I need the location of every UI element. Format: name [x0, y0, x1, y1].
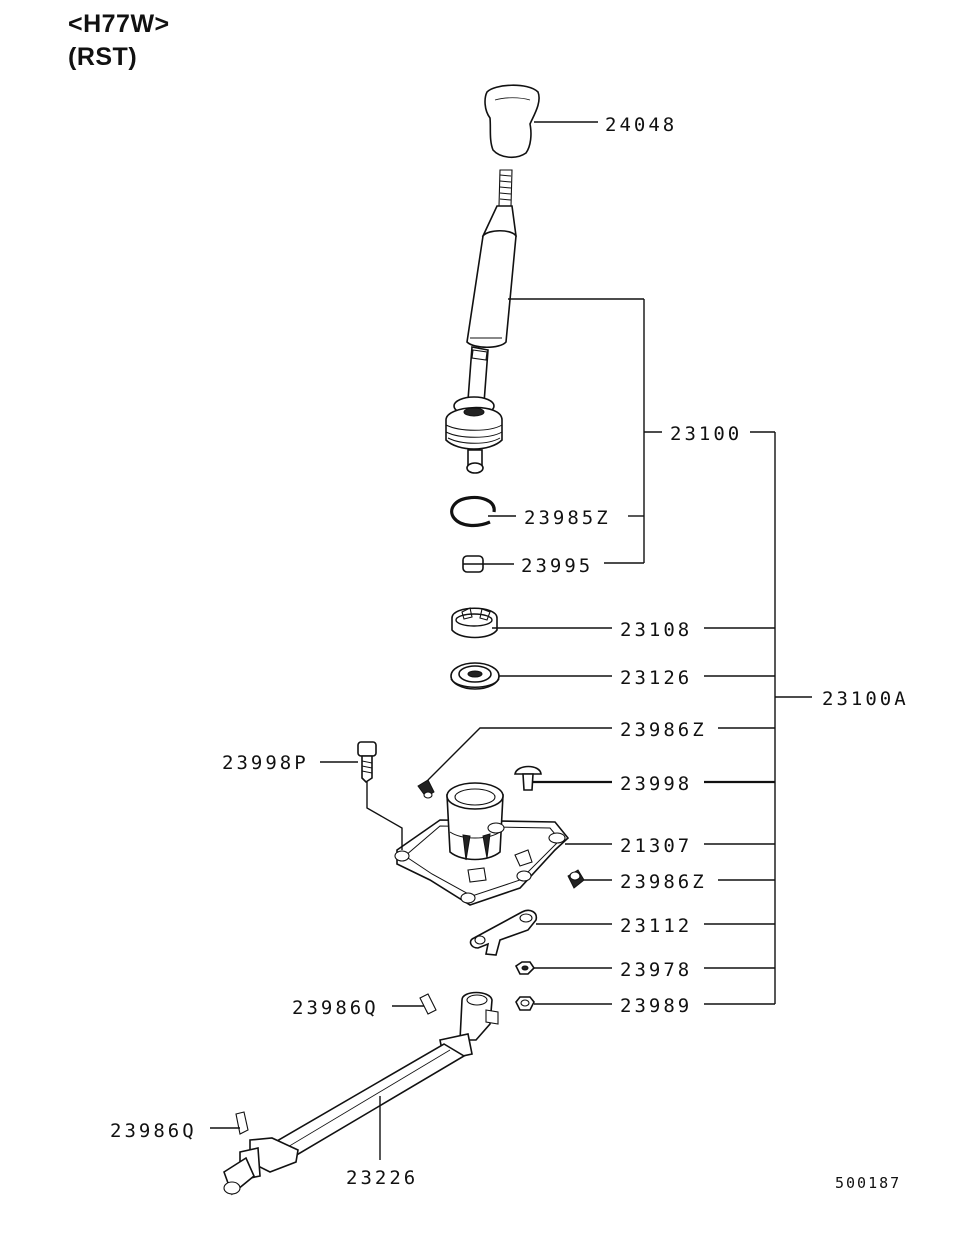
model-code-heading: <H77W> [68, 10, 170, 38]
shift-rod-part[interactable] [223, 991, 499, 1196]
label-23108[interactable]: 23108 [620, 619, 692, 641]
seat-washer-part[interactable] [450, 662, 500, 690]
select-lever-part[interactable] [469, 909, 538, 956]
circlip-part[interactable] [450, 495, 496, 528]
label-23985z[interactable]: 23985Z [524, 507, 611, 529]
label-23100[interactable]: 23100 [670, 423, 742, 445]
label-23989[interactable]: 23989 [620, 995, 692, 1017]
label-23986z-lower[interactable]: 23986Z [620, 871, 707, 893]
variant-code-heading: (RST) [68, 43, 138, 71]
label-21307[interactable]: 21307 [620, 835, 692, 857]
pin-lower-part[interactable] [235, 1111, 249, 1135]
bolt-23998p-part[interactable] [357, 741, 377, 784]
part-labels: 24048 23100 23985Z 23995 23108 23126 231… [110, 114, 909, 1192]
nut-23989-part[interactable] [515, 996, 535, 1011]
label-24048[interactable]: 24048 [605, 114, 677, 136]
label-23986q-upper[interactable]: 23986Q [292, 997, 379, 1019]
lever-housing-part[interactable] [394, 782, 570, 906]
diagram-code: 500187 [835, 1174, 901, 1192]
label-23978[interactable]: 23978 [620, 959, 692, 981]
label-23126[interactable]: 23126 [620, 667, 692, 689]
pin-upper-part[interactable] [419, 993, 437, 1015]
label-23100a[interactable]: 23100A [822, 688, 909, 710]
label-23986z-upper[interactable]: 23986Z [620, 719, 707, 741]
screw-23998-part[interactable] [514, 765, 542, 791]
grommet-upper-part[interactable] [417, 779, 435, 799]
leader-lines [210, 121, 812, 1160]
label-23995[interactable]: 23995 [521, 555, 593, 577]
shift-knob-part[interactable] [484, 84, 540, 159]
lever-seat-part[interactable] [451, 607, 498, 639]
label-23986q-lower[interactable]: 23986Q [110, 1120, 197, 1142]
label-23112[interactable]: 23112 [620, 915, 692, 937]
label-23998[interactable]: 23998 [620, 773, 692, 795]
label-23226[interactable]: 23226 [346, 1167, 418, 1189]
nut-23978-part[interactable] [514, 961, 536, 975]
bushing-part[interactable] [462, 555, 484, 573]
shift-lever-part[interactable] [445, 169, 517, 474]
label-23998p[interactable]: 23998P [222, 752, 309, 774]
grommet-lower-part[interactable] [567, 869, 585, 889]
